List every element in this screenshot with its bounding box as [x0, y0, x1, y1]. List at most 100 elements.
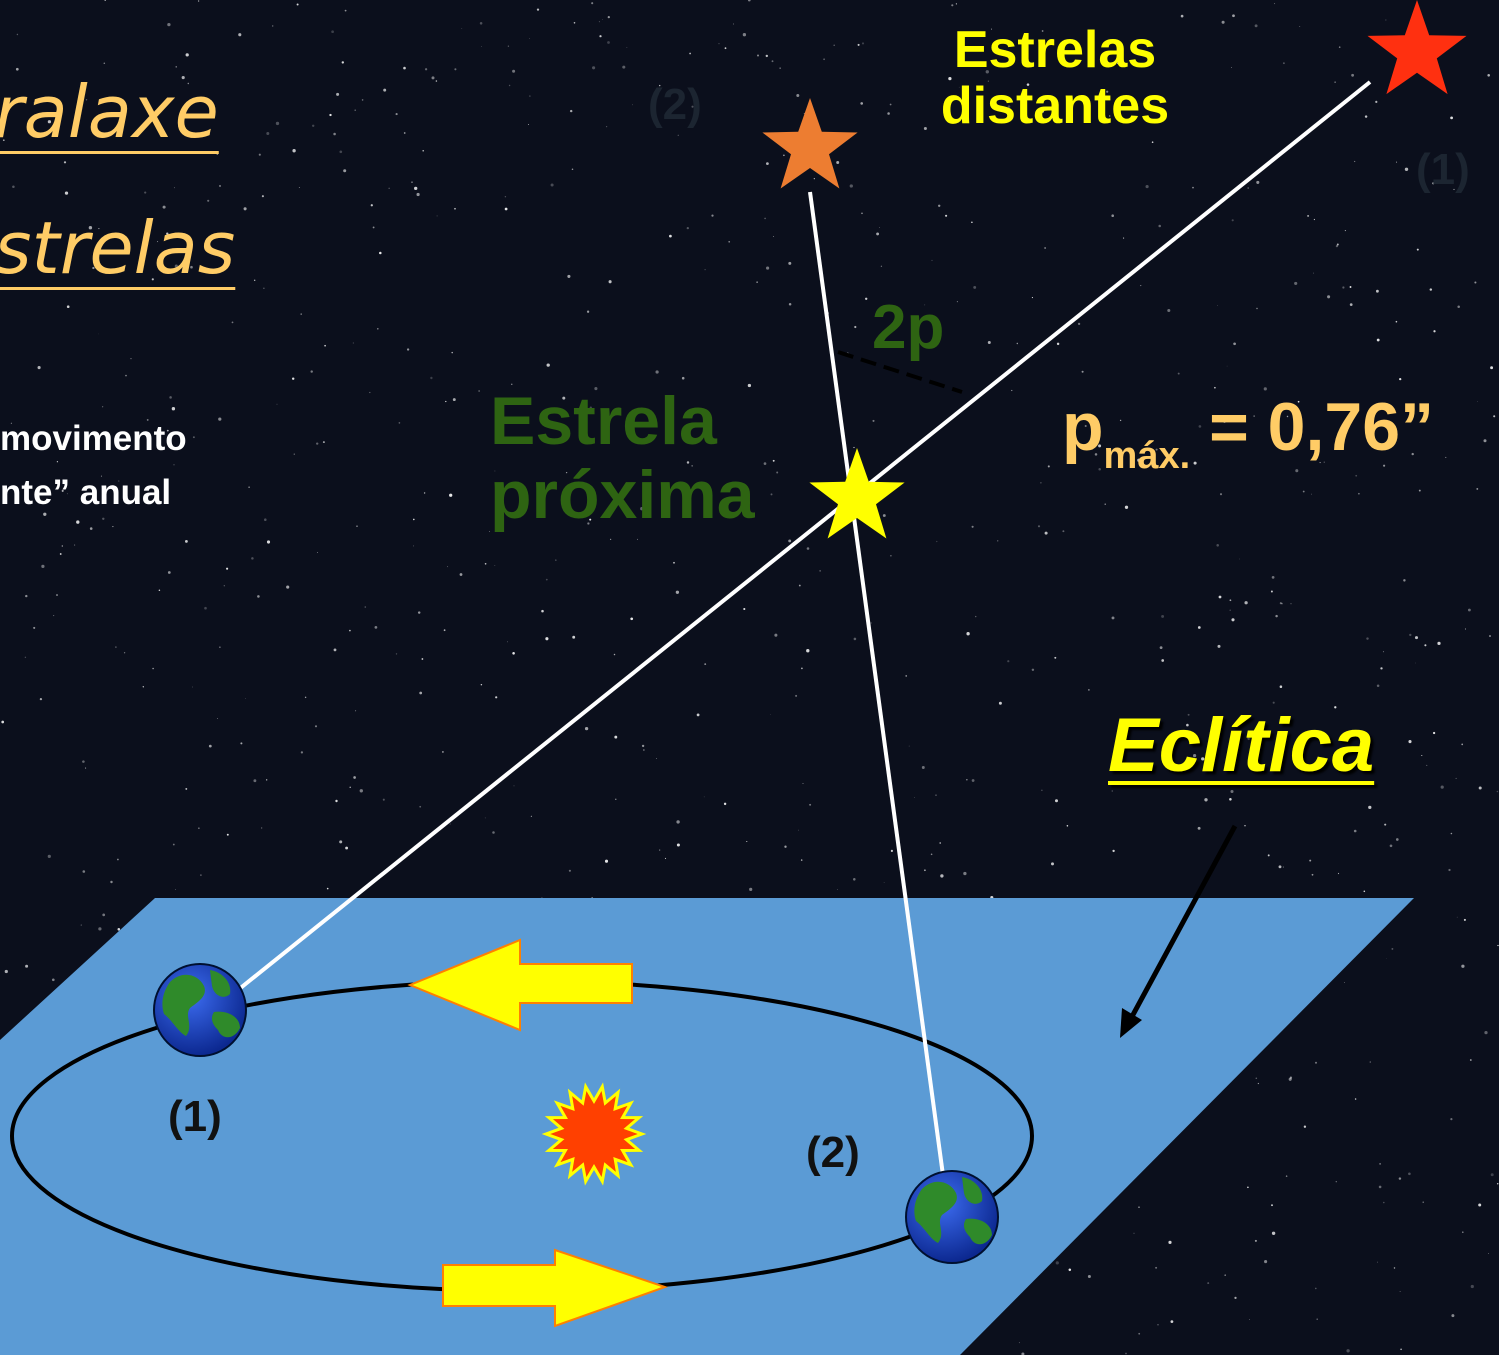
background-star: [1382, 651, 1385, 653]
background-star: [1041, 30, 1044, 32]
background-star: [39, 697, 43, 701]
background-star: [1461, 964, 1465, 968]
background-star: [217, 717, 218, 719]
background-star: [88, 226, 93, 230]
background-star: [117, 858, 119, 861]
background-star: [1463, 918, 1466, 921]
background-star: [764, 217, 766, 220]
background-star: [813, 178, 815, 180]
ecliptic-pointer-arrow: [1125, 824, 1238, 1026]
background-star: [1286, 415, 1289, 418]
earth-2-marker: (2): [806, 1128, 860, 1177]
background-star: [1313, 272, 1314, 274]
background-star: [1470, 1284, 1474, 1289]
background-star: [870, 622, 872, 624]
background-star: [142, 686, 144, 688]
background-star: [112, 526, 114, 528]
background-star: [615, 798, 617, 800]
background-star: [403, 66, 406, 70]
background-star: [1111, 790, 1113, 792]
background-star: [370, 204, 373, 207]
background-star: [192, 436, 195, 439]
angle-marker: [837, 350, 963, 394]
background-star: [951, 4, 954, 7]
background-star: [406, 348, 410, 351]
background-star: [1497, 944, 1499, 947]
background-star: [1490, 366, 1494, 370]
background-star: [226, 833, 229, 836]
background-star: [1233, 342, 1236, 346]
background-star: [1403, 579, 1406, 582]
background-star: [447, 566, 449, 568]
background-star: [1337, 872, 1340, 875]
background-star: [1450, 1118, 1453, 1121]
background-star: [484, 562, 487, 565]
background-star: [436, 215, 438, 217]
background-star: [1408, 740, 1412, 744]
background-star: [208, 744, 212, 748]
background-star: [1193, 461, 1197, 465]
background-star: [117, 480, 120, 482]
background-star: [37, 366, 41, 370]
background-star: [104, 0, 106, 2]
background-star: [1170, 1320, 1174, 1323]
background-star: [272, 25, 274, 27]
earth-icon: [153, 963, 247, 1057]
background-star: [379, 251, 382, 255]
background-star: [887, 112, 890, 115]
background-star: [100, 475, 102, 477]
background-star: [146, 418, 149, 421]
background-star: [494, 565, 496, 567]
background-star: [1140, 285, 1142, 287]
background-star: [1263, 387, 1267, 391]
background-star: [1168, 1240, 1172, 1244]
background-star: [591, 2, 594, 5]
background-star: [1056, 342, 1060, 346]
background-star: [411, 181, 413, 183]
background-star: [377, 328, 379, 330]
background-star: [1477, 401, 1478, 402]
background-star: [349, 786, 351, 789]
background-star: [344, 9, 347, 12]
background-star: [1040, 109, 1045, 113]
background-star: [1376, 338, 1380, 342]
background-star: [1426, 764, 1428, 766]
background-star: [441, 750, 444, 753]
background-star: [461, 28, 463, 29]
background-star: [382, 798, 385, 801]
background-star: [413, 518, 415, 521]
background-star: [349, 629, 351, 632]
background-star: [568, 869, 571, 872]
background-star: [1274, 3, 1276, 5]
background-star: [1247, 736, 1251, 741]
background-star: [1303, 1125, 1307, 1128]
background-star: [47, 120, 52, 124]
background-star: [336, 92, 340, 96]
background-star: [449, 823, 451, 825]
background-star: [1125, 1352, 1127, 1355]
background-star: [92, 266, 95, 270]
background-star: [1047, 465, 1050, 468]
background-star: [1386, 957, 1387, 959]
background-star: [1379, 1163, 1381, 1165]
background-star: [686, 461, 690, 464]
background-star: [691, 465, 693, 467]
background-star: [905, 675, 908, 677]
background-star: [711, 214, 714, 217]
background-star: [481, 45, 482, 47]
background-star: [341, 61, 344, 64]
background-star: [419, 805, 422, 808]
background-star: [939, 842, 942, 844]
background-star: [1369, 1061, 1372, 1063]
background-star: [167, 22, 171, 27]
background-star: [1224, 1274, 1226, 1276]
background-star: [889, 103, 892, 106]
background-star: [1088, 689, 1090, 691]
background-star: [1490, 1173, 1494, 1177]
background-star: [622, 65, 626, 69]
background-star: [1231, 618, 1235, 622]
background-star: [1040, 481, 1042, 484]
background-star: [1187, 713, 1190, 716]
background-star: [643, 749, 645, 751]
background-star: [1440, 785, 1444, 789]
